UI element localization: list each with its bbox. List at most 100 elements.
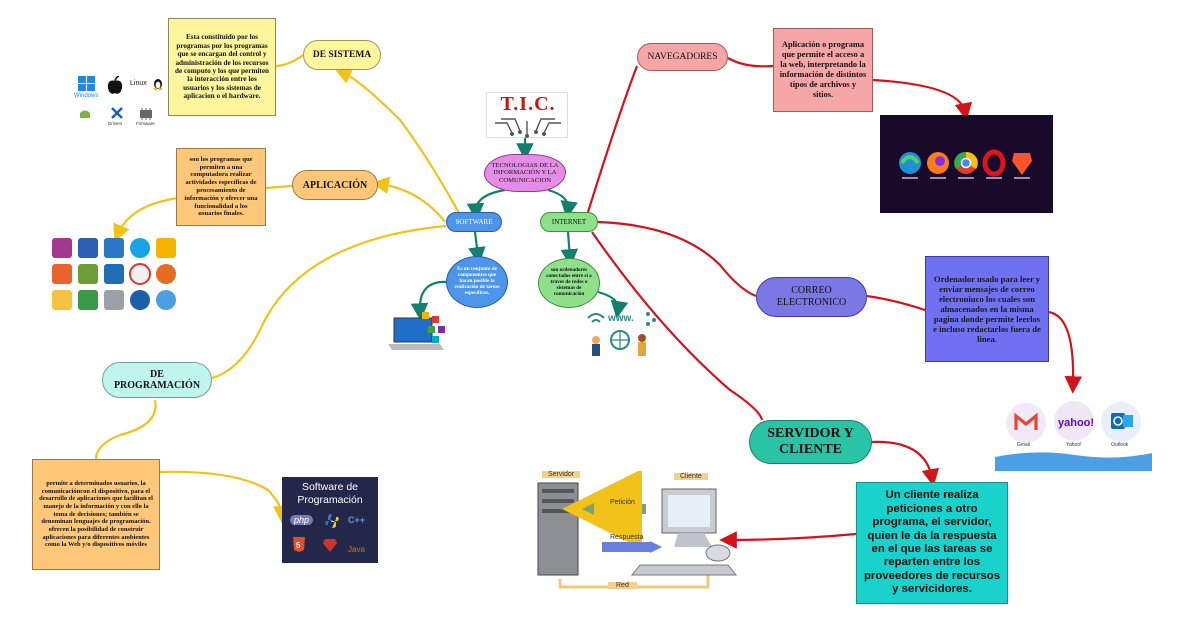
link-internet-servidor bbox=[591, 231, 764, 421]
drivers-tools-icon bbox=[111, 107, 123, 119]
sistema-note: Esta constituido por los programas por l… bbox=[168, 18, 276, 116]
link-correo-note bbox=[866, 294, 926, 312]
software-node[interactable]: SOFTWARE bbox=[446, 212, 502, 232]
programacion-node[interactable]: DE PROGRAMACIÓN bbox=[102, 362, 212, 398]
tic-logo: T.I.C. bbox=[486, 92, 568, 138]
programming-languages-card: Software de Programación php C++ 5 Java bbox=[282, 477, 378, 563]
linux-tux-icon bbox=[154, 79, 162, 90]
laptop-apps-image bbox=[388, 310, 448, 358]
link-software-aplicacion bbox=[371, 176, 446, 223]
programacion-desc: permite a determinados usuarios, la comu… bbox=[39, 480, 153, 549]
android-icon bbox=[80, 110, 90, 118]
os-logos: Windows Linux Drivers Firmware bbox=[72, 74, 166, 130]
link-center-internet bbox=[547, 188, 578, 219]
client-server-illustration bbox=[537, 469, 738, 589]
internet-people-image: www. bbox=[582, 306, 658, 358]
mail-logos-icon bbox=[995, 401, 1152, 471]
python-icon bbox=[325, 514, 339, 528]
center-label: TECNOLOGIAS DE LA INFORMACIÓN Y LA COMUN… bbox=[491, 161, 559, 184]
windows-icon bbox=[78, 76, 95, 91]
link-software-desc bbox=[468, 231, 486, 265]
servidor-label: SERVIDOR Y CLIENTE bbox=[767, 425, 854, 457]
yahoo-logo-text: yahoo! bbox=[1058, 417, 1095, 429]
firmware-label: Firmware bbox=[136, 121, 155, 126]
correo-node[interactable]: CORREO ELECTRONICO bbox=[756, 277, 867, 317]
correo-label: CORREO ELECTRONICO bbox=[776, 285, 847, 308]
servidor-node[interactable]: SERVIDOR Y CLIENTE bbox=[749, 420, 872, 464]
java-label: Java bbox=[348, 545, 365, 554]
link-internet-navegadores bbox=[586, 65, 639, 213]
center-node[interactable]: TECNOLOGIAS DE LA INFORMACIÓN Y LA COMUN… bbox=[484, 154, 566, 192]
lang-card-title: Software de Programación bbox=[297, 481, 363, 507]
aplicacion-note: son los programas que permiten a una com… bbox=[176, 148, 266, 226]
apple-icon bbox=[107, 76, 123, 94]
windows-label: Windows bbox=[74, 93, 99, 99]
navegadores-note: Aplicación o programa que permite el acc… bbox=[773, 28, 873, 112]
link-internet-correo bbox=[597, 220, 757, 298]
link-servnote-img bbox=[719, 531, 857, 549]
programacion-note: permite a determinados usuarios, la comu… bbox=[32, 459, 160, 570]
client-tag: Cliente bbox=[674, 473, 708, 480]
outlook-label: Outlook bbox=[1111, 442, 1129, 448]
request-label: Petición bbox=[610, 499, 635, 506]
correo-note: Ordenador usado para leer y enviar mensa… bbox=[925, 256, 1049, 362]
link-internet-desc bbox=[560, 231, 579, 267]
client-server-diagram: Servidor Cliente Petición Respuesta Red bbox=[532, 469, 738, 595]
navegadores-desc: Aplicación o programa que permite el acc… bbox=[779, 40, 867, 99]
aplicacion-desc: son los programas que permiten a una com… bbox=[184, 155, 258, 218]
drivers-label: Drivers bbox=[108, 121, 123, 126]
gmail-label: Gmail bbox=[1017, 442, 1031, 448]
programacion-label: DE PROGRAMACIÓN bbox=[113, 369, 201, 391]
correo-desc: Ordenador usado para leer y enviar mensa… bbox=[933, 273, 1041, 345]
internet-node[interactable]: INTERNET bbox=[540, 212, 598, 232]
link-softdesc-img bbox=[410, 280, 449, 321]
software-desc-bubble: Es un conjunto de componentes que hacen … bbox=[446, 256, 508, 308]
internet-desc: son ordenadores conectados entre si a tr… bbox=[546, 267, 592, 297]
response-label: Respuesta bbox=[610, 534, 644, 541]
laptop-icon bbox=[388, 312, 445, 350]
www-network-icon: www. bbox=[587, 312, 656, 356]
internet-desc-bubble: son ordenadores conectados entre si a tr… bbox=[538, 258, 600, 308]
link-center-software bbox=[466, 188, 506, 221]
link-intdesc-img bbox=[597, 290, 629, 319]
link-correonote-img bbox=[1047, 310, 1083, 394]
link-note-appicons bbox=[113, 196, 179, 243]
software-desc: Es un conjunto de componentes que hacen … bbox=[454, 266, 500, 296]
html5-icon: 5 bbox=[293, 537, 305, 552]
aplicacion-label: APLICACIÓN bbox=[302, 179, 368, 191]
sistema-label: DE SISTEMA bbox=[312, 50, 372, 60]
link-programacion-note bbox=[94, 399, 157, 461]
servidor-desc: Un cliente realiza peticiones a otro pro… bbox=[863, 489, 1001, 596]
browsers-image bbox=[880, 115, 1053, 213]
link-software-programacion bbox=[211, 224, 447, 380]
navegadores-label: NAVEGADORES bbox=[647, 52, 718, 62]
network-tag: Red bbox=[608, 582, 637, 589]
tic-logo-text: T.I.C. bbox=[500, 93, 556, 115]
svg-text:5: 5 bbox=[296, 541, 301, 550]
server-tag: Servidor bbox=[542, 471, 581, 478]
navegadores-node[interactable]: NAVEGADORES bbox=[637, 43, 728, 71]
aplicacion-node[interactable]: APLICACIÓN bbox=[292, 170, 378, 200]
link-navegadores-note bbox=[727, 57, 774, 68]
email-providers-image: yahoo! Gmail Yahoo! Outlook bbox=[995, 395, 1152, 471]
linux-label: Linux bbox=[130, 80, 147, 87]
link-sistema-note bbox=[275, 54, 304, 68]
link-navnote-img bbox=[872, 78, 973, 121]
firmware-chip-icon bbox=[140, 108, 152, 120]
cpp-label: C++ bbox=[348, 515, 366, 525]
internet-label: INTERNET bbox=[551, 218, 587, 226]
svg-text:www.: www. bbox=[607, 313, 634, 324]
browser-logos-icon bbox=[899, 149, 1032, 179]
link-software-sistema bbox=[333, 67, 461, 216]
office-apps-icon bbox=[52, 238, 176, 310]
servidor-note: Un cliente realiza peticiones a otro pro… bbox=[856, 482, 1008, 604]
circuit-icon bbox=[495, 118, 561, 138]
sistema-node[interactable]: DE SISTEMA bbox=[303, 40, 381, 70]
ruby-icon bbox=[323, 539, 337, 552]
sistema-desc: Esta constituido por los programas por l… bbox=[174, 33, 270, 101]
app-icons-grid bbox=[50, 236, 184, 312]
php-label: php bbox=[290, 515, 314, 525]
link-servidor-note bbox=[871, 440, 940, 487]
